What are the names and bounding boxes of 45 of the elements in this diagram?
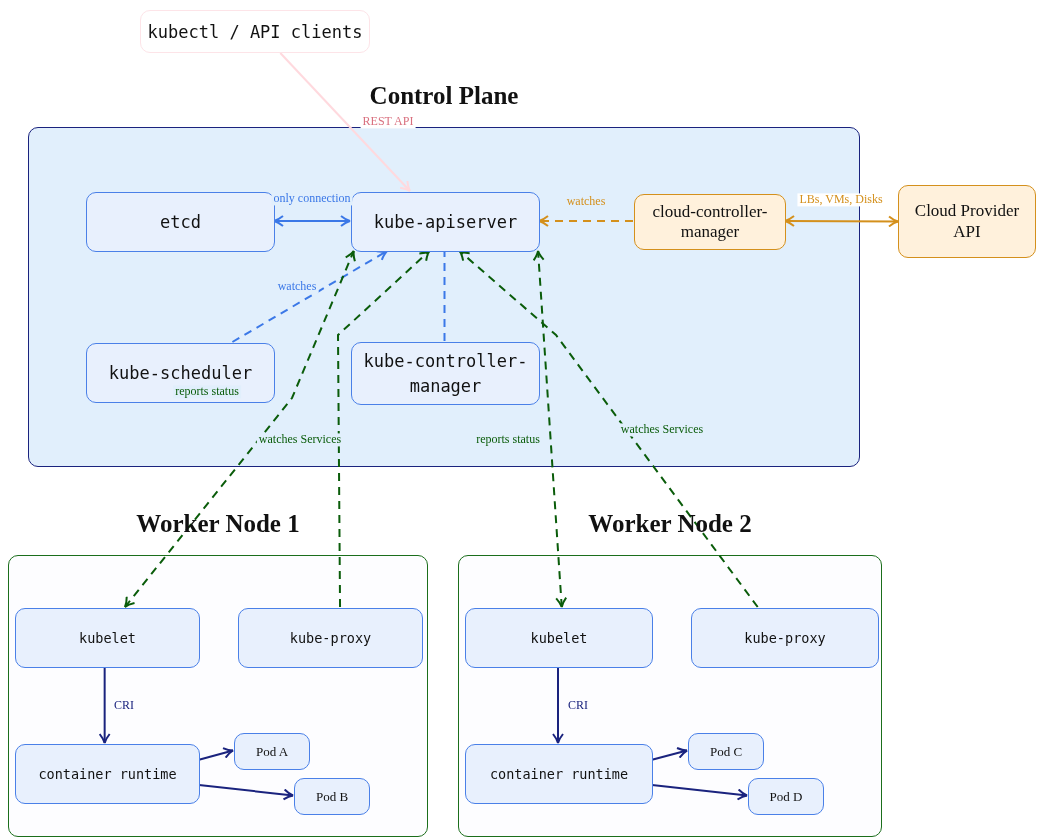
node-label: kube-proxy	[744, 628, 826, 648]
node-label: etcd	[160, 210, 201, 234]
cloud-box	[898, 185, 1036, 258]
node-label: container runtime	[489, 764, 629, 784]
component-box	[351, 342, 540, 405]
component-box	[465, 744, 653, 804]
component-box	[238, 608, 423, 668]
node-label: Pod C	[709, 743, 743, 760]
component-box	[15, 608, 200, 668]
node-label: Pod A	[255, 743, 289, 760]
component-box	[86, 192, 275, 252]
node-label: Pod B	[315, 788, 349, 805]
node-label: Pod D	[769, 788, 803, 805]
panel-heading: Worker Node 2	[588, 510, 752, 538]
component-box	[86, 343, 275, 403]
edge-label: reports status	[474, 433, 542, 447]
node-label: container runtime	[38, 764, 177, 784]
node-label: kube-scheduler	[108, 361, 253, 385]
panel-heading: Worker Node 1	[136, 510, 300, 538]
client-box	[140, 10, 370, 53]
component-box	[15, 744, 200, 804]
node-label: kubectl / API clients	[147, 21, 363, 42]
edge-label: watches Services	[256, 433, 344, 447]
node-label: kube-proxy	[289, 628, 372, 648]
edge-label: watches	[275, 280, 319, 294]
edge-label: reports status	[173, 385, 241, 399]
edge-label: watches Services	[618, 423, 706, 437]
node-label: kube-apiserver	[373, 210, 518, 234]
edge-label: REST API	[360, 115, 416, 129]
node-label: kubelet	[79, 628, 136, 648]
edge-label: only connection	[271, 192, 353, 206]
node-label: cloud-controller-manager	[651, 201, 769, 243]
component-box	[351, 192, 540, 252]
panel-heading: Control Plane	[369, 82, 519, 110]
pod-box	[294, 778, 370, 815]
node-label: kubelet	[530, 628, 588, 648]
component-box	[465, 608, 653, 668]
node-label: kube-controller-manager	[362, 349, 529, 398]
component-box	[691, 608, 879, 668]
cloud-box	[634, 194, 786, 250]
pod-box	[688, 733, 764, 770]
pod-box	[234, 733, 310, 770]
pod-box	[748, 778, 824, 815]
node-label: Cloud Provider API	[913, 201, 1021, 242]
edge-label: LBs, VMs, Disks	[797, 193, 885, 207]
